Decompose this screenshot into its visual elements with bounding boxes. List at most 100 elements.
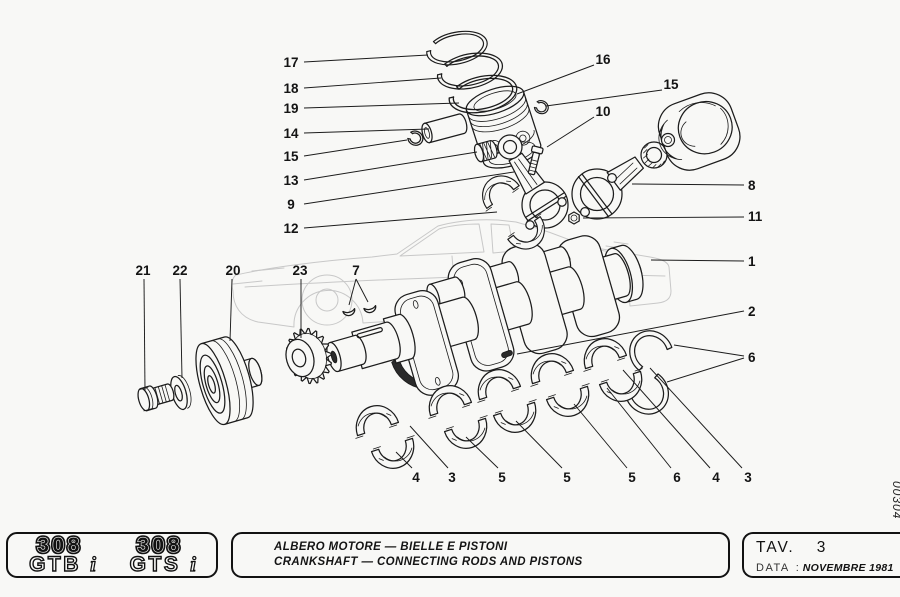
ghost-car-ferrari-308-path xyxy=(399,223,485,257)
callout-number: 11 xyxy=(748,209,763,224)
woodruff-key-7b xyxy=(363,304,378,315)
callout-20: 20 xyxy=(225,263,241,342)
crankshaft-snout-ellipse xyxy=(330,350,338,364)
badge-308-gtb: 308 308 GTB i xyxy=(28,532,96,577)
ghost-car-ferrari-308-path xyxy=(251,267,285,272)
leader-line xyxy=(355,278,369,303)
rod-bolt-path xyxy=(528,159,538,172)
crankshaft-pulley-ellipse xyxy=(199,354,226,414)
leader-line xyxy=(229,278,233,342)
callout-number: 21 xyxy=(135,263,151,278)
callout-number: 16 xyxy=(595,52,611,67)
callout-5: 5 xyxy=(573,403,636,485)
leader-line xyxy=(303,77,442,89)
timing-gear xyxy=(285,327,332,385)
leader-line xyxy=(465,436,499,469)
leader-line xyxy=(143,278,146,392)
crankshaft xyxy=(326,235,644,396)
leader-line xyxy=(395,451,413,469)
pulley-group xyxy=(137,304,378,426)
callout-number: 12 xyxy=(283,221,298,236)
ghost-car-ferrari-308-path xyxy=(232,280,263,285)
circlip-right xyxy=(532,98,551,117)
piston-path xyxy=(467,97,530,133)
leader-line xyxy=(573,403,628,469)
callout-14: 14 xyxy=(283,126,430,141)
callout-15: 15 xyxy=(545,77,679,107)
piston-rings-use xyxy=(423,25,491,71)
connecting-rod-circle xyxy=(502,139,518,155)
leader-line xyxy=(303,102,460,109)
right-rod-shank-path xyxy=(615,162,638,185)
model-badges-box: 308 308 GTB i 308 308 GTS i xyxy=(6,532,218,578)
callout-6: 6 xyxy=(606,387,681,485)
bearing-pair-2-use xyxy=(443,415,496,455)
plate-title-english: CRANKSHAFT — CONNECTING RODS AND PISTONS xyxy=(274,556,583,568)
right-piston-path xyxy=(678,102,716,113)
connecting-rod-path xyxy=(514,158,538,189)
callout-5: 5 xyxy=(515,420,571,485)
callout-number: 6 xyxy=(673,470,681,485)
callout-12: 12 xyxy=(283,211,498,236)
right-rod-shank-path xyxy=(643,144,665,169)
rod-bolt xyxy=(527,145,544,176)
leader-line xyxy=(303,171,515,205)
ghost-car-ferrari-308-path xyxy=(231,219,672,328)
leader-line xyxy=(546,116,595,148)
exploded-diagram: 00304 1718191415139121615108111262122202… xyxy=(135,25,900,519)
plate-number-value: 3 xyxy=(816,539,828,556)
callout-number: 15 xyxy=(283,149,299,164)
callout-17: 17 xyxy=(283,54,429,70)
date-label: DATA xyxy=(756,562,790,574)
rod-nut-path xyxy=(568,211,580,225)
leader-line xyxy=(303,128,430,134)
leader-line xyxy=(303,139,408,157)
badge-308-gts-text: GTS xyxy=(130,553,181,576)
callout-number: 20 xyxy=(225,263,240,278)
callout-number: 22 xyxy=(172,263,187,278)
callout-number: 7 xyxy=(352,263,360,278)
badge-308-gts: 308 308 GTS i xyxy=(129,532,197,577)
date-separator: : xyxy=(795,562,799,574)
pulley-bolt-path xyxy=(138,386,154,412)
callout-number: 6 xyxy=(748,350,756,365)
crankshaft-pulley-path xyxy=(210,340,241,423)
leader-line xyxy=(348,278,357,306)
piston-rod-exploded xyxy=(405,25,569,258)
bearing-pair-3-use xyxy=(469,363,522,403)
woodruff-key-7a xyxy=(342,307,357,318)
callout-4: 4 xyxy=(622,369,720,485)
leader-line xyxy=(303,54,429,63)
right-wrist-pin-end-circle xyxy=(664,136,672,144)
callout-4: 4 xyxy=(395,451,420,485)
callout-6: 6 xyxy=(666,344,756,383)
connecting-rod-circle xyxy=(525,220,535,230)
leader-line xyxy=(409,425,449,469)
leader-line xyxy=(545,89,663,107)
plate-title-italian: ALBERO MOTORE — BIELLE E PISTONI xyxy=(274,540,508,553)
callout-8: 8 xyxy=(631,178,756,193)
right-rod-shank-circle xyxy=(606,172,618,184)
callout-13: 13 xyxy=(283,151,478,188)
bearing-pair-1-use xyxy=(370,435,423,475)
callout-number: 14 xyxy=(283,126,299,141)
pulley-washer-path xyxy=(177,375,192,409)
callout-10: 10 xyxy=(546,104,611,148)
crankshaft-pulley xyxy=(195,336,263,426)
rod-nut xyxy=(568,211,580,225)
callout-number: 9 xyxy=(287,197,295,212)
rod-nut-circle xyxy=(570,214,578,222)
title-block: 308 308 GTB i 308 308 GTS i ALBERO MOTOR… xyxy=(0,532,900,582)
connecting-rod-circle xyxy=(557,197,567,207)
pulley-washer-ellipse xyxy=(174,384,183,402)
bearing-pair-5-thrust-use xyxy=(575,332,628,372)
serial-number: 00304 xyxy=(890,481,900,519)
callout-number: 8 xyxy=(748,178,756,193)
callout-16: 16 xyxy=(516,52,611,95)
callout-7: 7 xyxy=(348,263,369,306)
callout-number: 17 xyxy=(283,55,298,70)
callout-23: 23 xyxy=(292,263,308,338)
callout-15: 15 xyxy=(283,139,408,164)
wrist-pin-path xyxy=(423,113,468,144)
leader-line xyxy=(666,357,745,383)
